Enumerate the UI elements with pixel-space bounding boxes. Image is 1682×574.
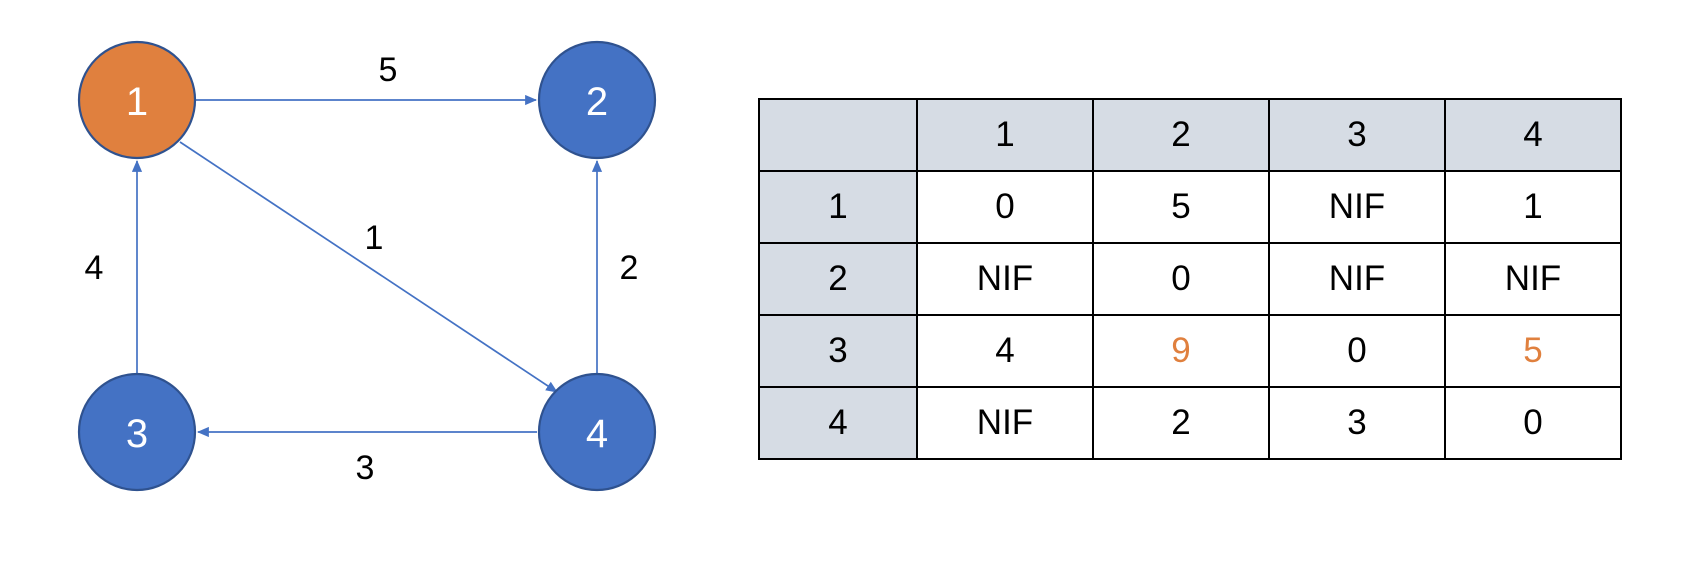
matrix-cell-2-3[interactable]: NIF (1268, 242, 1446, 316)
graph-node-circle-3[interactable] (77, 372, 197, 492)
matrix-cell-2-4[interactable]: NIF (1444, 242, 1622, 316)
graph-node-2[interactable]: 2 (537, 40, 657, 160)
graph-node-circle-2[interactable] (537, 40, 657, 160)
matrix-header-row: 1 2 3 4 (758, 98, 1622, 172)
matrix-corner-cell (758, 98, 918, 172)
matrix-col-header-1: 1 (916, 98, 1094, 172)
graph-node-label-2: 2 (586, 80, 608, 124)
matrix-row-header-4: 4 (758, 386, 918, 460)
matrix-col-header-2: 2 (1092, 98, 1270, 172)
edge-weight-3-1: 4 (84, 249, 104, 287)
matrix-row-header-1: 1 (758, 170, 918, 244)
graph-node-1[interactable]: 1 (77, 40, 197, 160)
graph-node-circle-1[interactable] (77, 40, 197, 160)
matrix-cell-1-1[interactable]: 0 (916, 170, 1094, 244)
graph-node-4[interactable]: 4 (537, 372, 657, 492)
nodes-group: 1 2 3 4 (77, 40, 657, 492)
matrix-row-header-2: 2 (758, 242, 918, 316)
matrix-cell-1-2[interactable]: 5 (1092, 170, 1270, 244)
matrix-cell-3-3[interactable]: 0 (1268, 314, 1446, 388)
matrix-cell-3-4[interactable]: 5 (1444, 314, 1622, 388)
graph-canvas: 1 2 3 4 (77, 40, 657, 492)
matrix-cell-4-3[interactable]: 3 (1268, 386, 1446, 460)
edge-weight-1-2: 5 (378, 51, 398, 89)
edges-group (131, 94, 603, 438)
graph-panel: 1 2 3 4 5 1 4 2 3 (0, 0, 740, 574)
graph-edge-1-to-4 (179, 141, 558, 393)
matrix-cell-1-4[interactable]: 1 (1444, 170, 1622, 244)
matrix-col-header-3: 3 (1268, 98, 1446, 172)
matrix-cell-3-1[interactable]: 4 (916, 314, 1094, 388)
graph-node-label-1: 1 (126, 80, 148, 124)
graph-node-circle-4[interactable] (537, 372, 657, 492)
graph-node-label-4: 4 (586, 412, 608, 456)
matrix-cell-4-2[interactable]: 2 (1092, 386, 1270, 460)
graph-node-3[interactable]: 3 (77, 372, 197, 492)
matrix-cell-2-2[interactable]: 0 (1092, 242, 1270, 316)
matrix-cell-3-2[interactable]: 9 (1092, 314, 1270, 388)
edge-weight-4-3: 3 (355, 449, 375, 487)
matrix-cell-4-1[interactable]: NIF (916, 386, 1094, 460)
matrix-cell-2-1[interactable]: NIF (916, 242, 1094, 316)
graph-node-label-3: 3 (126, 412, 148, 456)
matrix-row-header-3: 3 (758, 314, 918, 388)
matrix-col-header-4: 4 (1444, 98, 1622, 172)
edge-weight-1-4: 1 (364, 219, 384, 257)
matrix-cell-4-4[interactable]: 0 (1444, 386, 1622, 460)
matrix-cell-1-3[interactable]: NIF (1268, 170, 1446, 244)
edge-weight-4-2: 2 (619, 249, 639, 287)
